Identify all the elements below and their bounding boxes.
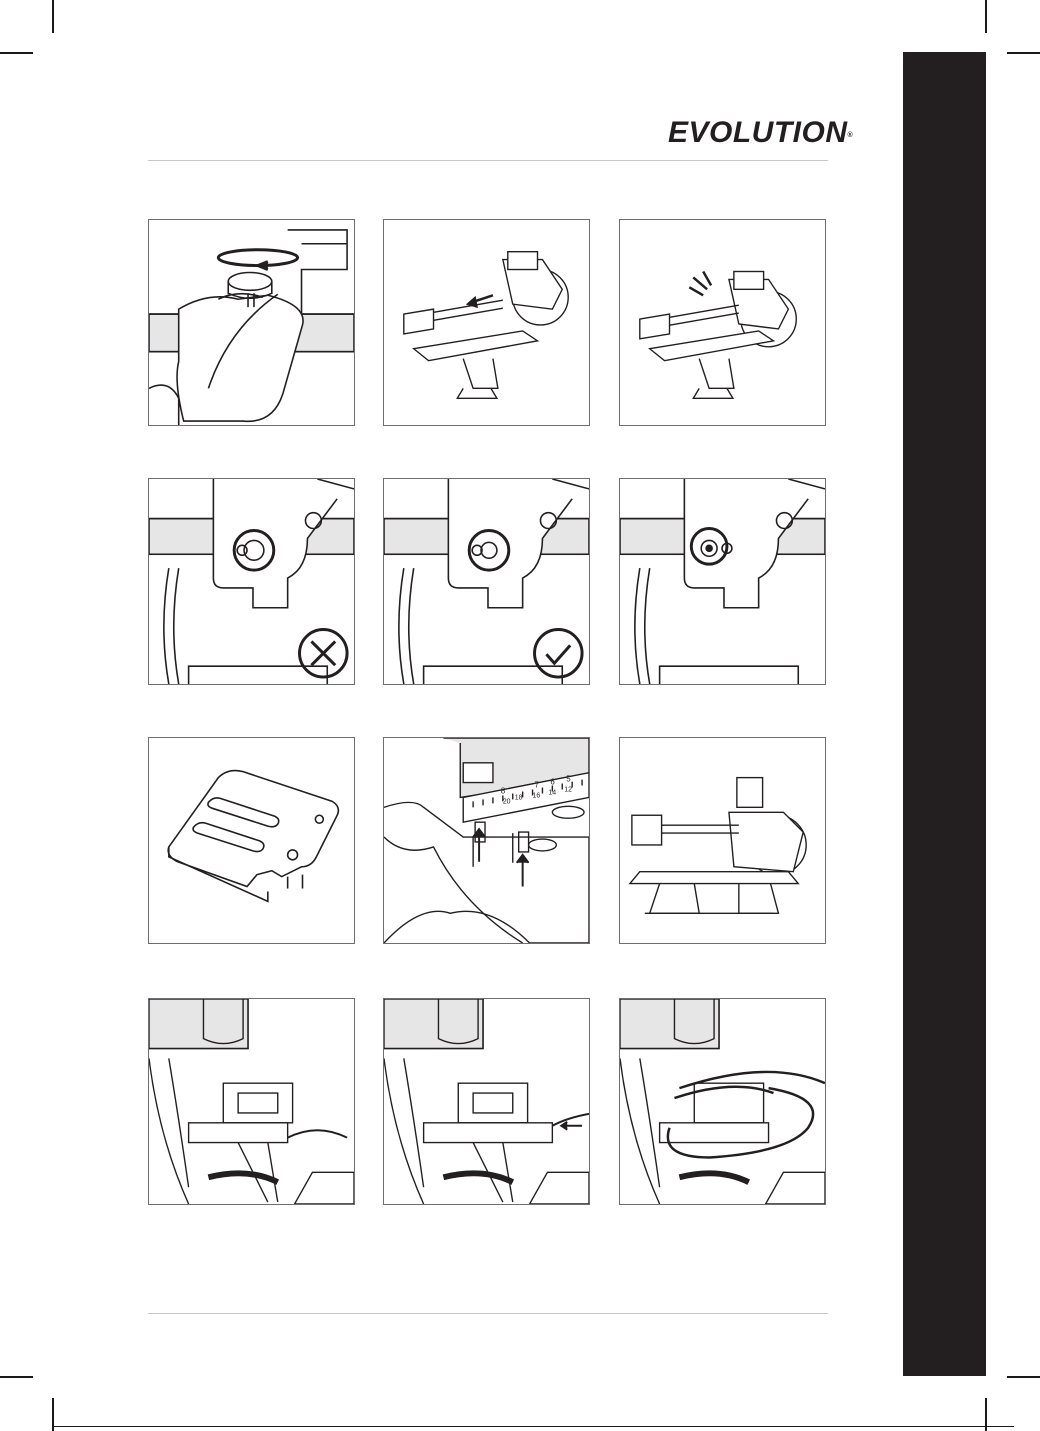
check-circle-icon [535,630,583,678]
figure-pin-correct [383,478,590,685]
figure-cover-part [148,737,355,944]
figure-cable-route-2 [383,998,590,1205]
cross-circle-icon [300,630,348,678]
crop-mark-top-right-v [985,0,987,33]
figure-knob-turn [148,219,355,426]
ruler-mark: 7 [535,781,539,790]
header-rule [148,160,828,161]
ruler-mark: 6 [550,778,555,787]
figure-head-locked [619,219,826,426]
ruler-mark: 14 [548,789,556,796]
figure-pin-wrong [148,478,355,685]
ruler-mark: 18 [515,794,523,801]
arrow-left-icon [561,1122,582,1130]
arrow-left-icon [467,295,493,307]
page-bottom-line [52,1426,1014,1427]
footer-rule [148,1313,828,1314]
figure-cable-route-1 [148,998,355,1205]
figure-slide-head [383,219,590,426]
brand-logo: EVOLUTION® [668,118,853,148]
crop-mark-top-left-h [0,52,33,54]
figure-cable-wrapped [619,998,826,1205]
ruler-mark: 16 [533,792,541,799]
ruler-mark: 12 [564,786,572,793]
side-tab [903,52,986,1376]
crop-mark-top-left-v [52,0,54,33]
click-lines-icon [689,271,711,295]
figure-fence-screws: 7 6 5 8 18 16 14 12 20 [383,737,590,944]
figure-saw-assembled [619,737,826,944]
ruler-mark: 5 [566,775,571,784]
crop-mark-top-right-h [1007,52,1040,54]
registered-mark: ® [848,132,854,139]
crop-mark-bottom-left-h [0,1376,33,1378]
crop-mark-bottom-right-h [1007,1376,1040,1378]
ruler-mark: 8 [501,786,506,795]
rotate-arrow-icon [218,250,297,270]
figure-pin-alt [619,478,826,685]
brand-logo-text: EVOLUTION [668,116,848,149]
ruler-mark: 20 [503,798,511,805]
